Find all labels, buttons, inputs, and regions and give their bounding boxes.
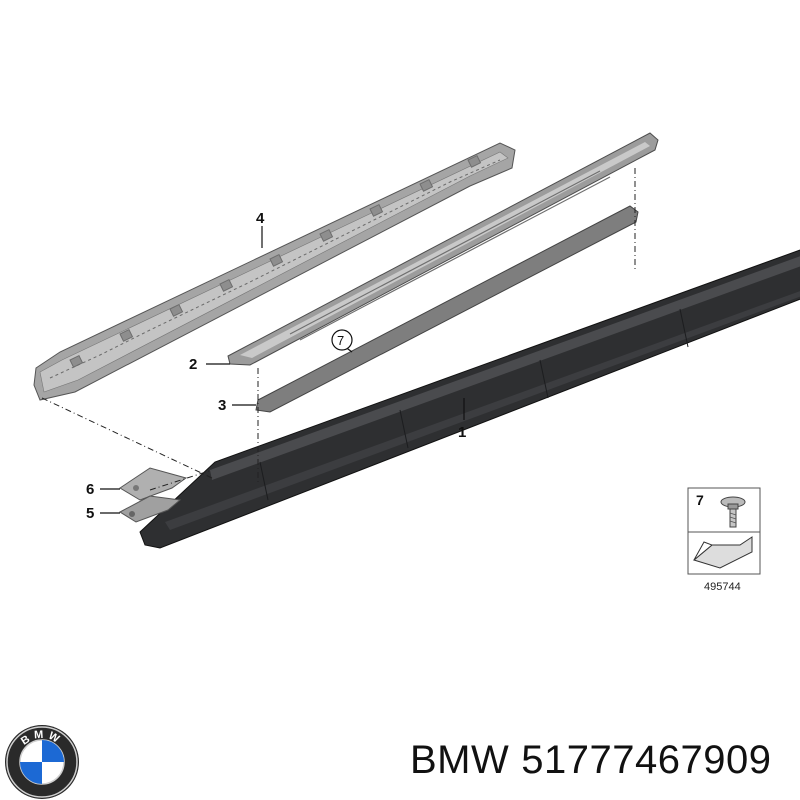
part-5-bracket (119, 495, 182, 523)
callout-6: 6 (86, 481, 94, 498)
callout-5: 5 (86, 505, 94, 522)
part-4-reinforcement (33, 142, 516, 401)
assembly-lines (41, 168, 636, 491)
bolt-icon (720, 496, 746, 528)
callout-2: 2 (189, 356, 197, 373)
callout-7: 7 (337, 333, 344, 348)
legend-item-number: 7 (696, 492, 704, 508)
callout-7-circle (331, 329, 353, 351)
callout-4: 4 (256, 210, 265, 227)
bmw-logo-icon: BMW (5, 725, 79, 799)
part-3-seal (255, 205, 639, 413)
part-6-bracket (119, 467, 188, 501)
legend-diagram-code: 495744 (704, 581, 741, 593)
legend-box: 7 495744 (687, 487, 761, 593)
part-number: 51777467909 (521, 738, 772, 782)
part-1-rocker-panel (139, 249, 800, 549)
direction-arrow-icon (692, 536, 753, 569)
callout-1: 1 (458, 424, 466, 441)
callout-3: 3 (218, 397, 226, 414)
brand-name: BMW (410, 738, 510, 782)
part-2-trim-strip (227, 132, 659, 366)
